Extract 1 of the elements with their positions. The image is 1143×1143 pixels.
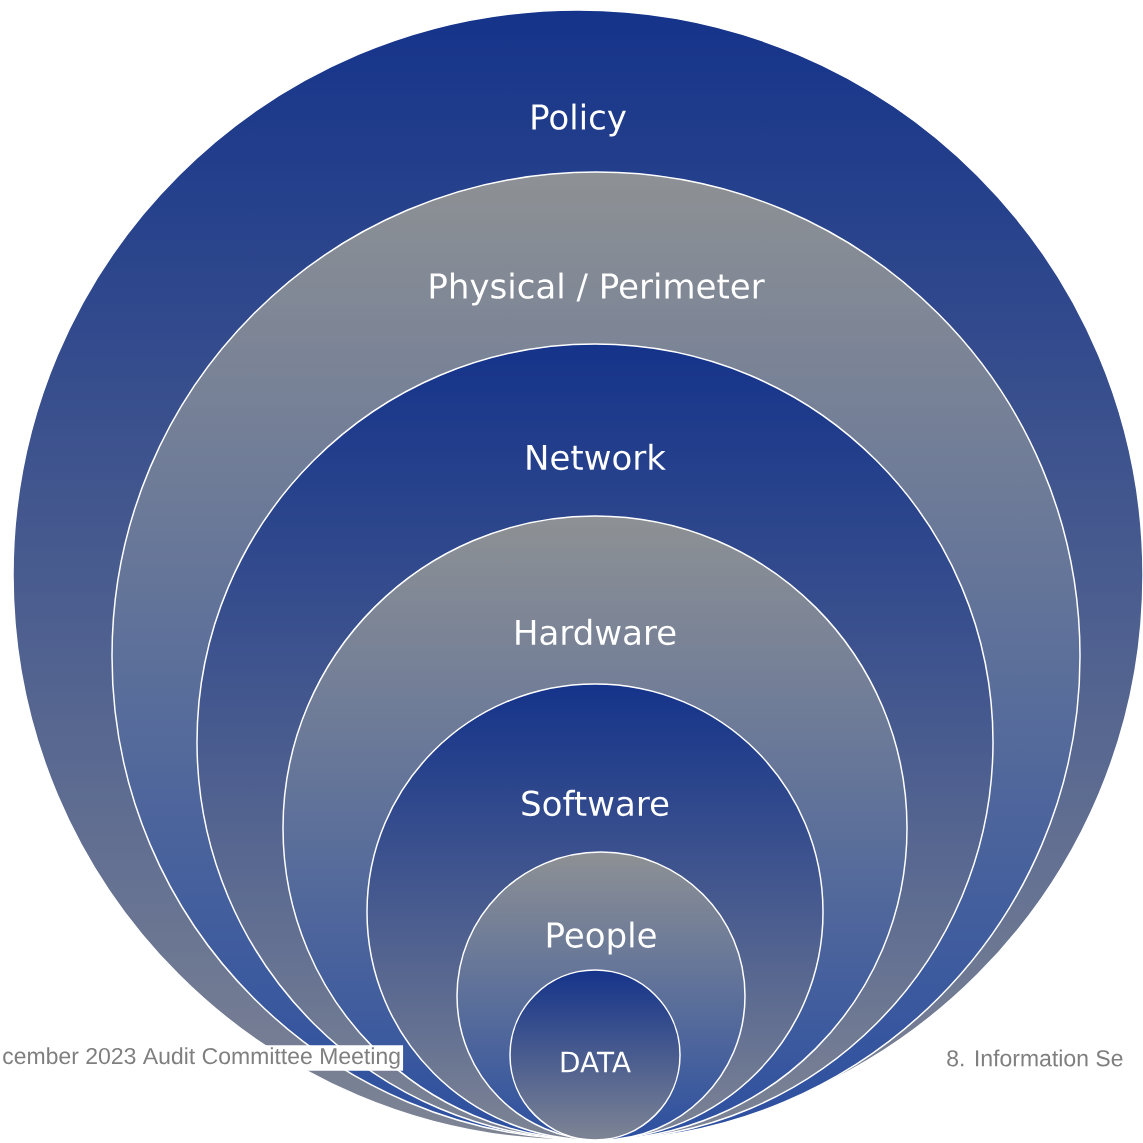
footer-text: cember 2023 Audit Committee Meeting	[0, 1045, 404, 1071]
